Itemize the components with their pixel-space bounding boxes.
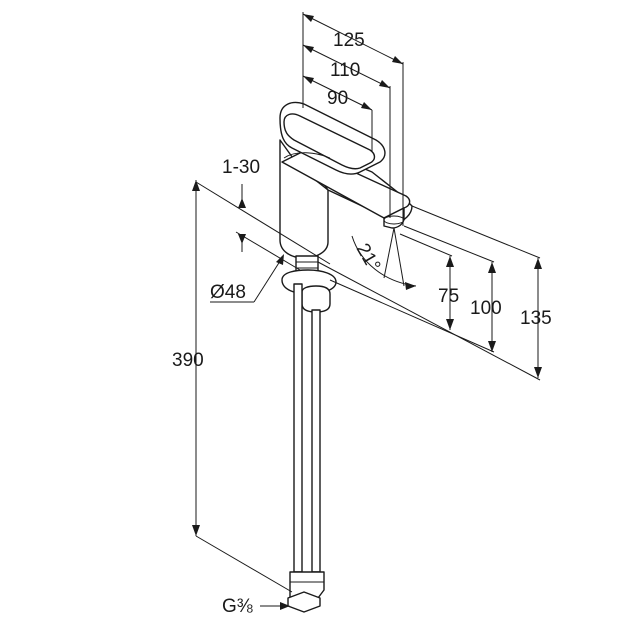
thread-fraction: ⅜	[237, 596, 253, 617]
dim-90-label: 90	[327, 88, 348, 109]
hose-length-dimension: 390	[172, 180, 293, 593]
angle-label: 21°	[352, 240, 385, 275]
angle-dimension: 21°	[351, 227, 417, 290]
clamp-dimension: 1-30	[195, 157, 331, 271]
dim-135-label: 135	[520, 308, 552, 329]
dim-390-label: 390	[172, 350, 204, 371]
depth-dimensions: 125 110 90	[302, 12, 404, 226]
dim-75-label: 75	[438, 286, 459, 307]
thread-prefix: G	[222, 596, 237, 617]
mounting-plate	[301, 285, 331, 313]
aerator	[383, 207, 405, 229]
dim-diameter-label: Ø48	[210, 282, 246, 303]
diameter-dimension: Ø48	[210, 254, 284, 303]
hose-right	[311, 309, 321, 573]
dim-1-30-label: 1-30	[222, 157, 260, 178]
dim-125-label: 125	[333, 30, 365, 51]
dim-110-label: 110	[330, 60, 360, 81]
mounting-assembly	[281, 255, 337, 613]
height-dimensions: 75 100 135	[317, 205, 552, 381]
aerator-ring	[383, 215, 405, 225]
faucet-body	[279, 101, 413, 259]
lever-top-plate	[283, 113, 376, 170]
dim-100-label: 100	[470, 298, 502, 319]
hose-left	[293, 283, 303, 573]
thread-label: G⅜	[222, 596, 290, 617]
lever-neck	[283, 152, 331, 159]
thread-label-text: G⅜	[222, 596, 253, 617]
